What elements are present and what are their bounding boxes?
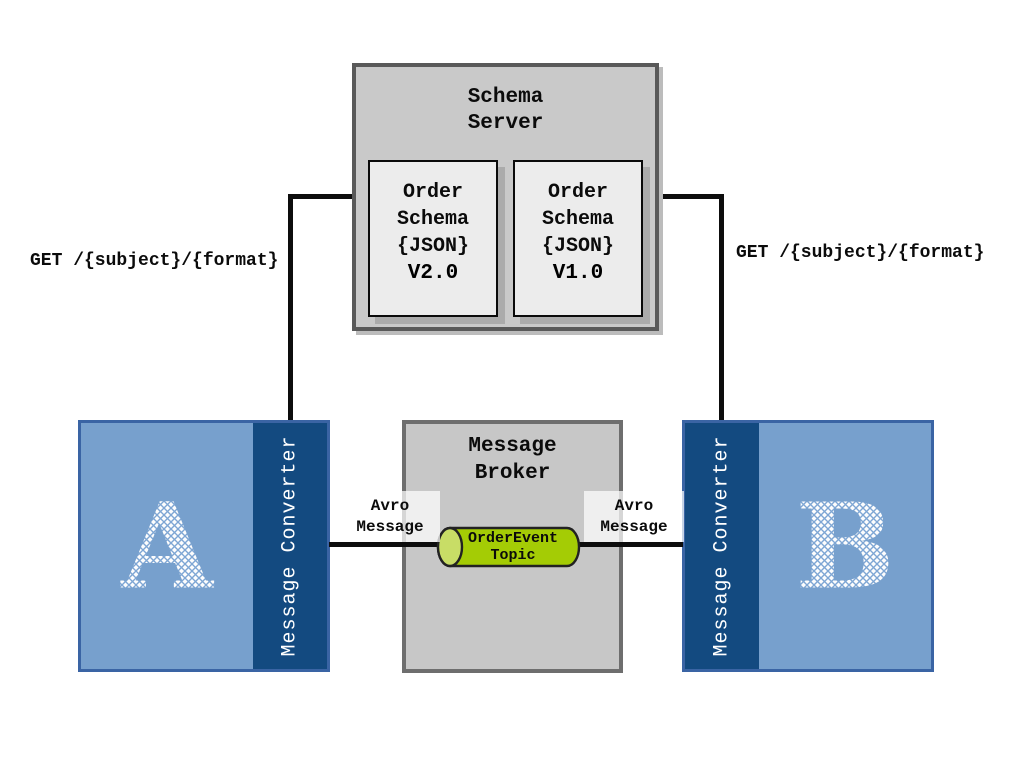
system-b-box: B Message Converter: [682, 420, 934, 672]
avro-message-label-right: Avro Message: [584, 491, 684, 542]
system-a-converter-label: Message Converter: [278, 435, 302, 657]
message-broker-title: Message Broker: [468, 435, 557, 485]
system-b-letter: B: [795, 477, 895, 616]
connector-right-horizontal: [657, 194, 724, 199]
get-request-label-left: GET /{subject}/{format}: [30, 251, 279, 271]
schema-server-box: Schema Server Order Schema {JSON} V2.0 O…: [352, 63, 659, 331]
system-a-box: A Message Converter: [78, 420, 330, 672]
avro-message-label-left: Avro Message: [340, 491, 440, 542]
system-b-converter-strip: Message Converter: [685, 423, 759, 669]
topic-label: OrderEvent Topic: [467, 530, 558, 564]
system-a-letter-graphic: A: [120, 477, 214, 616]
order-schema-v2-card: Order Schema {JSON} V2.0: [368, 160, 498, 317]
system-a-converter-strip: Message Converter: [253, 423, 327, 669]
order-schema-v2-version: V2.0: [407, 262, 459, 285]
system-b-converter-label: Message Converter: [710, 435, 734, 657]
order-schema-v2-name: Order Schema {JSON}: [396, 181, 469, 258]
get-request-label-right: GET /{subject}/{format}: [736, 243, 985, 263]
system-a-letter: A: [120, 477, 214, 616]
connector-left-horizontal: [288, 194, 354, 199]
topic-cylinder: [436, 526, 581, 568]
order-schema-v1-name: Order Schema {JSON}: [541, 181, 614, 258]
order-schema-v1-card: Order Schema {JSON} V1.0: [513, 160, 643, 317]
connector-right-vertical: [719, 194, 724, 422]
system-b-letter-graphic: B: [795, 477, 895, 616]
system-a-letter-wrap: A: [81, 423, 253, 669]
schema-server-title: Schema Server: [467, 86, 544, 135]
order-schema-v1-version: V1.0: [552, 262, 604, 285]
connector-left-vertical: [288, 194, 293, 422]
system-b-letter-wrap: B: [759, 423, 931, 669]
